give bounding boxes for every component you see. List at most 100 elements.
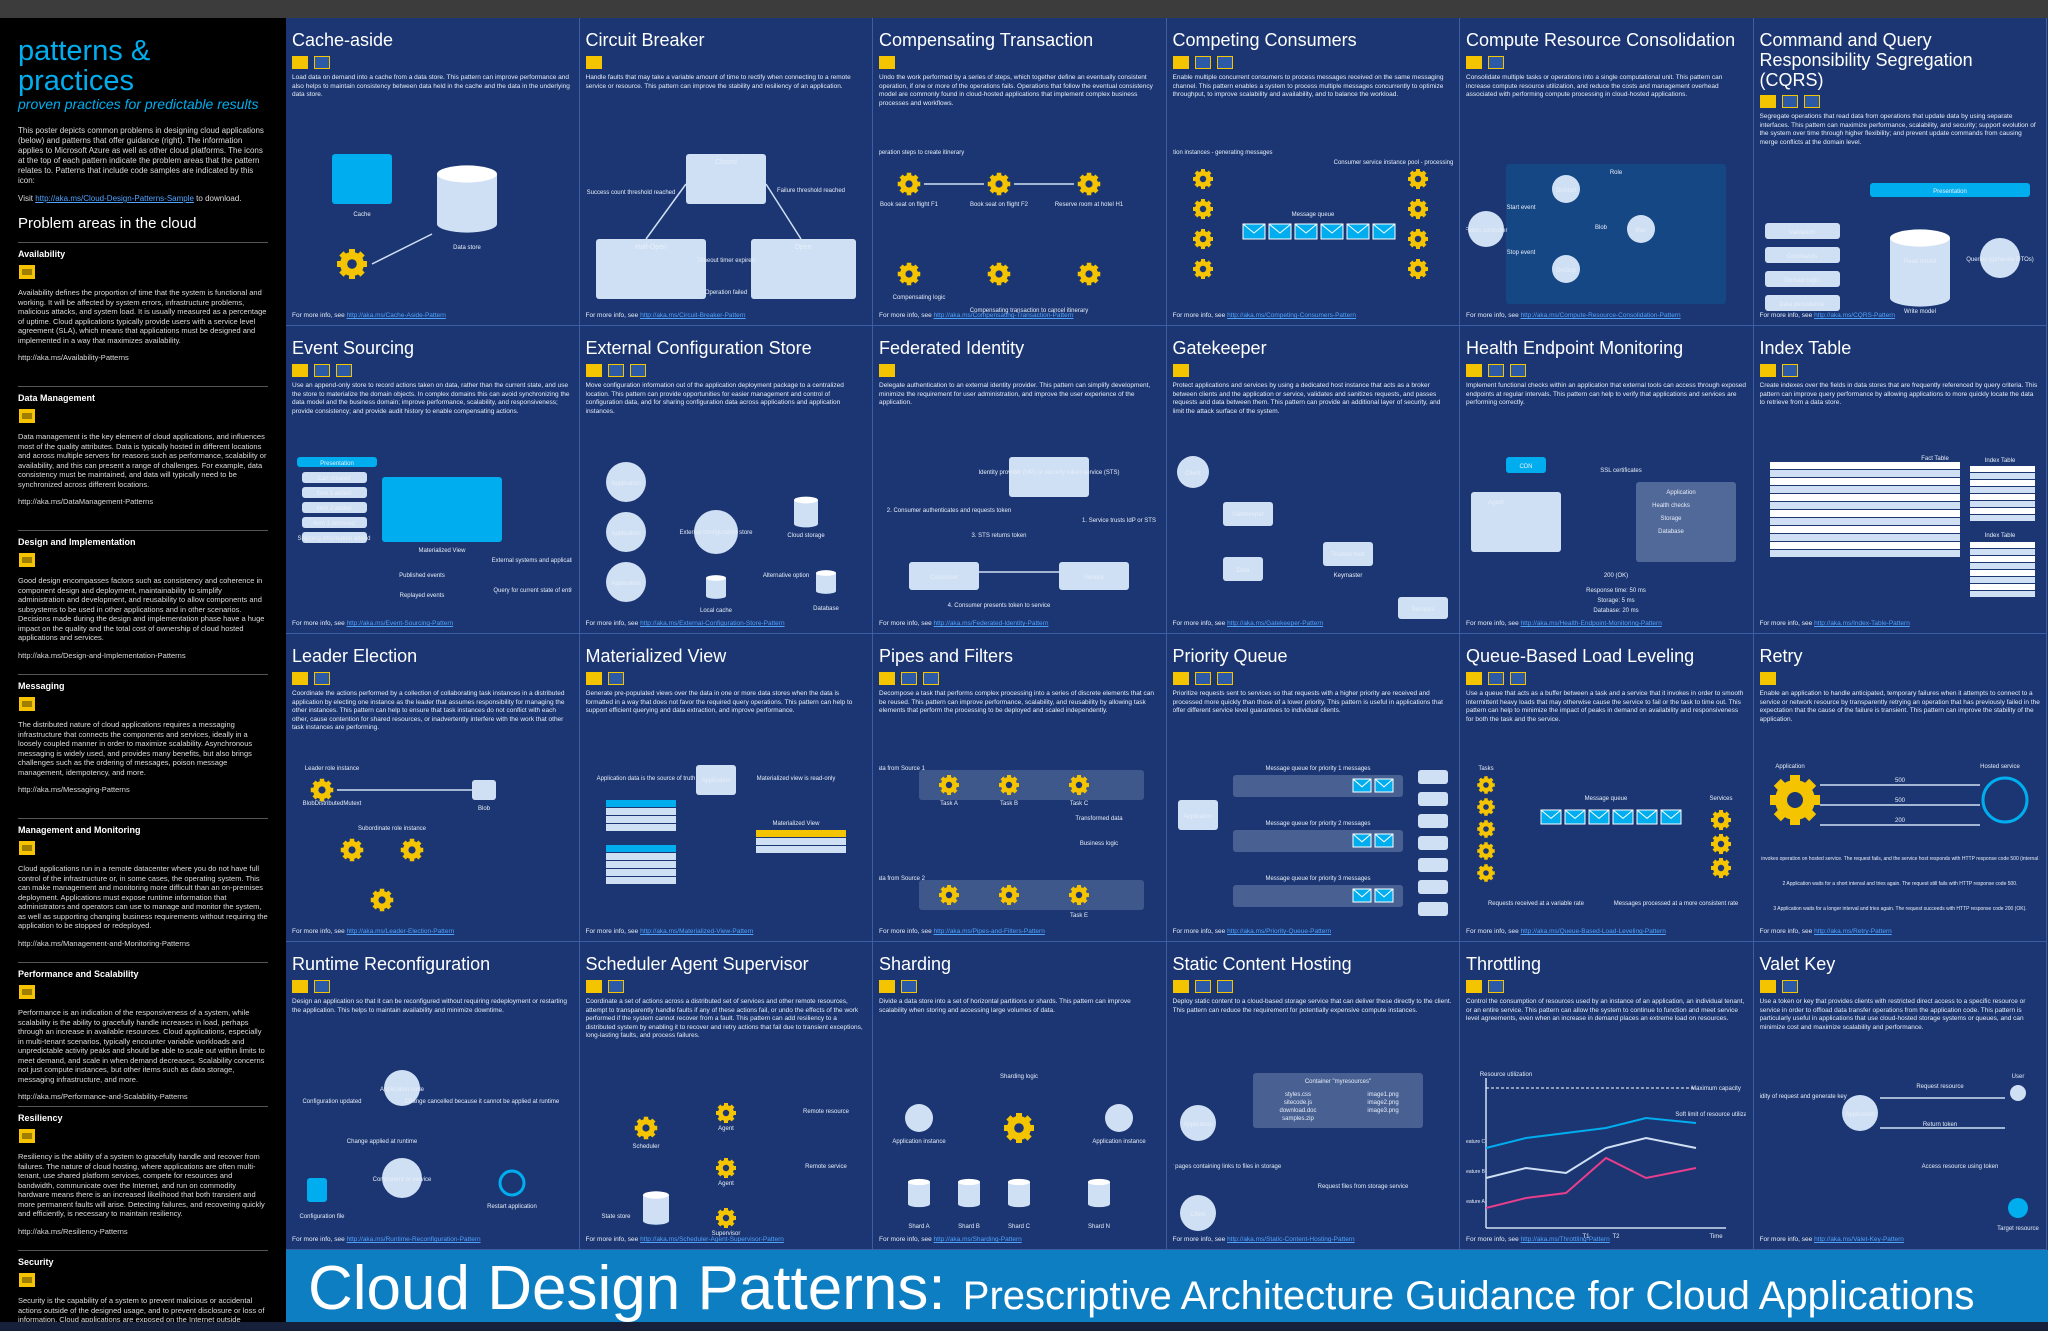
sample-link[interactable]: http://aka.ms/Cloud-Design-Patterns-Samp… <box>35 194 194 203</box>
diagram-label: State store <box>601 1214 631 1220</box>
pattern-title: Gatekeeper <box>1172 338 1267 358</box>
problem-area-icon <box>1759 672 1776 685</box>
gear-icon <box>999 885 1019 905</box>
gear-icon <box>897 262 921 286</box>
pattern-link[interactable]: http://aka.ms/Index-Table-Pattern <box>1814 620 1910 627</box>
gear-icon <box>1477 842 1495 860</box>
container-box <box>1252 1073 1423 1128</box>
pattern-link[interactable]: http://aka.ms/Leader-Election-Pattern <box>346 928 455 935</box>
diagram-box <box>1417 836 1448 850</box>
pattern-link[interactable]: http://aka.ms/Pipes-and-Filters-Pattern <box>933 928 1045 935</box>
banner-title: Cloud Design Patterns: Prescriptive Arch… <box>308 1254 1974 1331</box>
problem-area-text: Security is the capability of a system t… <box>18 1296 265 1322</box>
problem-area-link[interactable]: http://aka.ms/Design-and-Implementation-… <box>18 650 186 660</box>
pattern-link[interactable]: http://aka.ms/Materialized-View-Pattern <box>640 928 754 935</box>
diagram-label: Compensating transaction to cancel itine… <box>970 308 1088 314</box>
feature-c-label: Feature C <box>1466 1139 1486 1145</box>
table-row <box>1769 502 1960 509</box>
problem-area-icon <box>1510 364 1526 377</box>
pattern-link[interactable]: http://aka.ms/Retry-Pattern <box>1814 928 1892 935</box>
problem-area-icon <box>1759 980 1776 993</box>
pattern-description: Create indexes over the fields in data s… <box>1759 382 2038 406</box>
diagram-label: User <box>2011 1074 2024 1080</box>
table-row <box>755 830 846 837</box>
diagram-label: Index Table <box>1984 458 2015 464</box>
pattern-link[interactable]: http://aka.ms/Priority-Queue-Pattern <box>1227 928 1332 935</box>
diagram-label: Remote resource <box>802 1109 849 1115</box>
diagram-label: Subordinate role instance <box>358 826 427 832</box>
diagram-label: Trusted host <box>1331 552 1364 558</box>
message-icon <box>1540 809 1562 825</box>
problem-area-link[interactable]: http://aka.ms/Availability-Patterns <box>18 353 129 362</box>
pattern-link[interactable]: http://aka.ms/External-Configuration-Sto… <box>640 620 785 627</box>
problem-area-icon <box>314 56 330 69</box>
arrow <box>764 183 802 240</box>
diagram-box <box>307 1178 327 1202</box>
diagram-label: Agent <box>718 1126 734 1132</box>
problem-area-link[interactable]: http://aka.ms/Performance-and-Scalabilit… <box>18 1092 188 1101</box>
pattern-link[interactable]: http://aka.ms/Competing-Consumers-Patter… <box>1227 312 1357 319</box>
cache-table <box>332 154 392 204</box>
table-row <box>605 824 676 831</box>
problem-area-link[interactable]: http://aka.ms/Management-and-Monitoring-… <box>18 938 190 948</box>
table-row <box>755 846 846 853</box>
problem-area-icon <box>1781 980 1798 993</box>
pattern-link[interactable]: http://aka.ms/Queue-Based-Load-Leveling-… <box>1520 928 1666 935</box>
diagram-box <box>302 472 367 483</box>
gear-icon <box>987 262 1011 286</box>
pattern-link[interactable]: http://aka.ms/Throttling-Pattern <box>1520 1236 1610 1243</box>
pattern-link[interactable]: http://aka.ms/Compensating-Transaction-P… <box>933 312 1074 319</box>
more-info-prefix: For more info, see <box>1466 620 1519 627</box>
diagram-label: Hosted service <box>1980 764 2020 770</box>
pattern-link[interactable]: http://aka.ms/Compute-Resource-Consolida… <box>1520 312 1681 319</box>
more-info-prefix: For more info, see <box>292 312 345 319</box>
diagram-label: External configuration store <box>679 530 753 536</box>
pattern-link[interactable]: http://aka.ms/Static-Content-Hosting-Pat… <box>1227 1236 1355 1243</box>
diagram-label: Domain logic <box>1784 278 1819 284</box>
diagram-label: 2. Consumer authenticates and requests t… <box>887 508 1011 514</box>
pattern-category-icons <box>1466 980 1747 994</box>
problem-area-link[interactable]: http://aka.ms/Resiliency-Patterns <box>18 1226 128 1236</box>
problem-area-icon <box>1216 672 1233 685</box>
pattern-category-icons <box>1759 95 2041 109</box>
problem-area-icon <box>1781 95 1798 108</box>
diagram-label: sitecode.js <box>1283 1100 1311 1106</box>
pattern-link[interactable]: http://aka.ms/Scheduler-Agent-Supervisor… <box>640 1236 784 1243</box>
pattern-link[interactable]: http://aka.ms/Federated-Identity-Pattern <box>933 620 1049 627</box>
agent-box <box>1471 492 1561 552</box>
diagram-label: Time <box>1709 1234 1723 1240</box>
problem-area-icon <box>1466 56 1482 69</box>
table-row <box>1769 462 1960 469</box>
problem-area-link[interactable]: http://aka.ms/Messaging-Patterns <box>18 785 130 794</box>
pattern-diagram-svg: Container "myresources"styles.csssitecod… <box>1167 1073 1423 1231</box>
diagram-label: Item 1 added <box>316 491 351 497</box>
diagram-label: 200 <box>1894 818 1905 824</box>
pattern-link[interactable]: http://aka.ms/CQRS-Pattern <box>1814 312 1895 319</box>
pattern-link[interactable]: http://aka.ms/Sharding-Pattern <box>933 1236 1022 1243</box>
target-resource-icon <box>2007 1198 2028 1218</box>
message-icon <box>1268 223 1291 240</box>
diagram-label: Messages processed at a more consistent … <box>1614 901 1739 907</box>
table-row <box>605 808 676 815</box>
problem-area-icon <box>1488 980 1504 993</box>
diagram-box <box>1764 247 1840 263</box>
more-info-prefix: For more info, see <box>1172 312 1226 319</box>
pattern-link[interactable]: http://aka.ms/Gatekeeper-Pattern <box>1227 620 1324 627</box>
half-open-label: Half-Open <box>635 244 667 251</box>
pattern-link[interactable]: http://aka.ms/Event-Sourcing-Pattern <box>346 620 454 627</box>
problem-area-icon <box>1466 364 1482 377</box>
pattern-link[interactable]: http://aka.ms/Runtime-Reconfiguration-Pa… <box>346 1236 481 1243</box>
pattern-link[interactable]: http://aka.ms/Cache-Aside-Pattern <box>346 312 446 319</box>
problem-area-link[interactable]: http://aka.ms/DataManagement-Patterns <box>18 497 154 506</box>
pattern-link[interactable]: http://aka.ms/Health-Endpoint-Monitoring… <box>1520 620 1662 627</box>
pattern-link[interactable]: http://aka.ms/Circuit-Breaker-Pattern <box>640 312 746 319</box>
pattern-link[interactable]: http://aka.ms/Valet-Key-Pattern <box>1814 1236 1904 1243</box>
